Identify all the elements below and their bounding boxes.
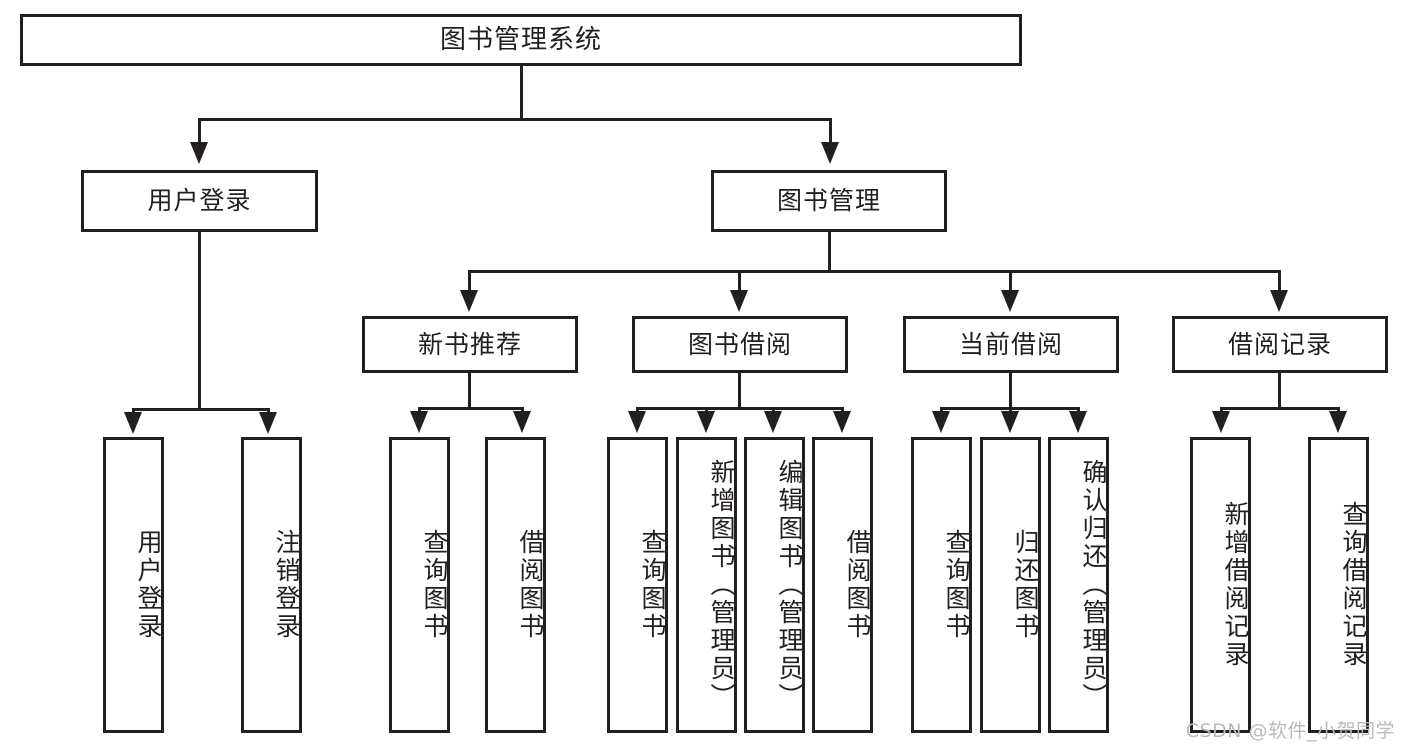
connector-bm-to-l3-2 (738, 270, 741, 294)
leaf-query-record[interactable]: 查询借阅记录 (1308, 437, 1369, 733)
leaf-edit-book[interactable]: 编辑图书（管理员） (744, 437, 805, 733)
arrow-user-login-to-leaf-2 (259, 412, 277, 434)
leaf-label: 注销登录 (272, 529, 301, 641)
connector-root-bus (198, 118, 832, 121)
leaf-add-record[interactable]: 新增借阅记录 (1190, 437, 1251, 733)
leaf-query-book-2[interactable]: 查询图书 (607, 437, 668, 733)
leaf-label: 查询图书 (638, 529, 667, 641)
arrow-user-login-to-leaf-1 (124, 412, 142, 434)
arrow-bb-to-leaf-1 (628, 411, 646, 433)
connector-root-stem (520, 66, 523, 120)
leaf-label: 新增图书（管理员） (707, 459, 736, 711)
leaf-label: 确认归还（管理员） (1079, 459, 1108, 711)
arrow-br-to-leaf-1 (1212, 411, 1230, 433)
arrow-bb-to-leaf-2 (697, 411, 715, 433)
connector-bb-bus (636, 407, 844, 410)
leaf-label: 借阅图书 (516, 529, 545, 641)
arrow-cb-to-leaf-3 (1069, 411, 1087, 433)
arrow-root-to-book-manage (821, 142, 839, 164)
node-new-book-recommend[interactable]: 新书推荐 (362, 316, 578, 373)
node-current-borrow[interactable]: 当前借阅 (903, 316, 1119, 373)
leaf-label: 查询图书 (420, 529, 449, 641)
connector-bm-to-l3-1 (468, 270, 471, 294)
arrow-bm-to-l3-3 (1001, 290, 1019, 312)
leaf-label: 用户登录 (134, 529, 163, 641)
node-borrow-record[interactable]: 借阅记录 (1172, 316, 1388, 373)
leaf-query-book-1[interactable]: 查询图书 (389, 437, 450, 733)
connector-br-stem (1278, 373, 1281, 409)
node-user-login[interactable]: 用户登录 (81, 170, 318, 232)
leaf-label: 查询图书 (942, 529, 971, 641)
node-book-manage[interactable]: 图书管理 (711, 170, 947, 232)
connector-nbr-bus (418, 407, 524, 410)
leaf-label: 借阅图书 (843, 529, 872, 641)
node-book-borrow[interactable]: 图书借阅 (632, 316, 848, 373)
leaf-label: 新增借阅记录 (1221, 501, 1250, 669)
connector-bb-stem (738, 373, 741, 409)
leaf-confirm-return[interactable]: 确认归还（管理员） (1048, 437, 1109, 733)
leaf-user-login[interactable]: 用户登录 (103, 437, 164, 733)
leaf-label: 编辑图书（管理员） (775, 459, 804, 711)
connector-cb-stem (1009, 373, 1012, 409)
connector-root-to-book-manage (829, 118, 832, 146)
arrow-cb-to-leaf-2 (1001, 411, 1019, 433)
arrow-root-to-user-login (190, 142, 208, 164)
connector-book-manage-bus (468, 270, 1280, 273)
arrow-nbr-to-leaf-2 (513, 411, 531, 433)
arrow-nbr-to-leaf-1 (410, 411, 428, 433)
connector-book-manage-stem (828, 232, 831, 272)
leaf-label: 归还图书 (1011, 529, 1040, 641)
node-root-system[interactable]: 图书管理系统 (20, 14, 1022, 66)
leaf-borrow-book-1[interactable]: 借阅图书 (485, 437, 546, 733)
arrow-bm-to-l3-4 (1270, 290, 1288, 312)
arrow-bm-to-l3-2 (730, 290, 748, 312)
leaf-logout[interactable]: 注销登录 (241, 437, 302, 733)
arrow-bm-to-l3-1 (460, 290, 478, 312)
connector-nbr-stem (468, 373, 471, 409)
connector-bm-to-l3-3 (1009, 270, 1012, 294)
arrow-bb-to-leaf-4 (833, 411, 851, 433)
arrow-bb-to-leaf-3 (764, 411, 782, 433)
arrow-cb-to-leaf-1 (932, 411, 950, 433)
connector-user-login-stem (198, 232, 201, 410)
csdn-watermark: CSDN @软件_小贺同学 (1185, 720, 1395, 742)
arrow-br-to-leaf-2 (1329, 411, 1347, 433)
leaf-label: 查询借阅记录 (1339, 501, 1368, 669)
connector-br-bus (1220, 407, 1340, 410)
leaf-add-book[interactable]: 新增图书（管理员） (676, 437, 737, 733)
leaf-borrow-book-2[interactable]: 借阅图书 (812, 437, 873, 733)
leaf-return-book[interactable]: 归还图书 (980, 437, 1041, 733)
connector-user-login-bus (132, 408, 270, 411)
leaf-query-book-3[interactable]: 查询图书 (911, 437, 972, 733)
connector-root-to-user-login (198, 118, 201, 146)
connector-bm-to-l3-4 (1278, 270, 1281, 294)
